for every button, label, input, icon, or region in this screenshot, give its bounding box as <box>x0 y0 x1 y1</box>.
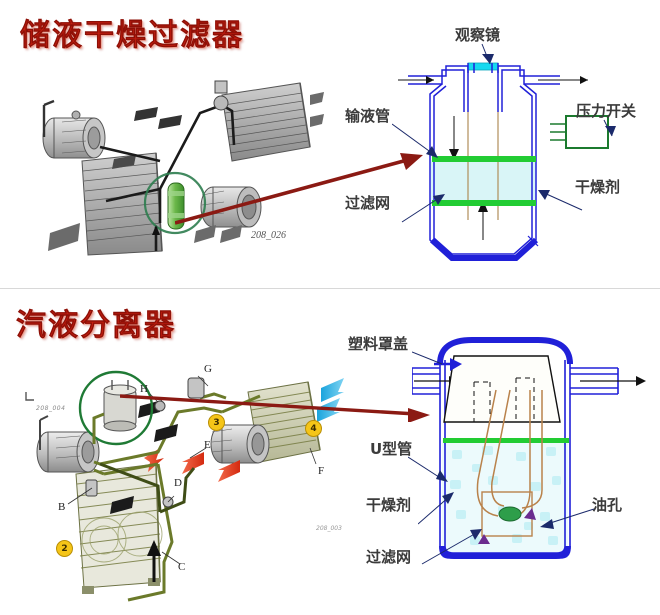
label-liquid-tube: 输液管 <box>345 107 391 125</box>
leader-u-tube <box>408 456 448 482</box>
callout-letter-d: D <box>174 477 182 489</box>
filter-screen-arrow <box>478 534 490 544</box>
blower-motor <box>210 424 270 464</box>
section-divider <box>0 288 660 289</box>
fitting-g <box>187 377 205 399</box>
down-flow-arrow-head <box>449 149 459 160</box>
callout-letter-c: C <box>178 561 185 573</box>
accumulator-bottom <box>439 545 571 559</box>
compressor-2 <box>36 415 100 473</box>
flow-arrow-up <box>152 225 160 235</box>
desiccant-fill <box>431 160 536 204</box>
label-desiccant-1: 干燥剂 <box>575 178 621 196</box>
callout-number-4: 4 <box>305 420 322 437</box>
accumulator-top-cap <box>437 337 573 365</box>
sight-glass-frame <box>467 63 499 73</box>
callout-number-3: 3 <box>208 414 225 431</box>
suction-pipe <box>99 462 196 514</box>
inlet-port <box>412 367 440 395</box>
callout-letter-g: G <box>204 363 212 375</box>
diagram-code-208-004: 208_004 <box>36 405 65 412</box>
drain-nub <box>527 235 539 247</box>
callout-letter-h: H <box>140 383 148 395</box>
label-pressure-switch: 压力开关 <box>576 102 637 120</box>
condenser-front <box>48 152 163 256</box>
accumulator-fill <box>442 440 568 558</box>
flow-arrow <box>158 115 182 129</box>
diagram-code-208-003: 208_003 <box>316 525 342 532</box>
leader-filter-screen-1 <box>401 194 445 223</box>
compressor <box>42 99 106 159</box>
diagram-code-208-026: 208_026 <box>251 230 286 241</box>
ac-system-isometric-bottom: 208_004 <box>25 363 344 602</box>
section-title-receiver-drier: 储液干燥过滤器 <box>20 18 244 53</box>
filter-screen-lower <box>432 200 536 206</box>
callout-letter-f: F <box>318 465 324 477</box>
plastic-cover <box>443 355 561 423</box>
label-u-tube: U型管 <box>370 440 413 458</box>
flow-arrow <box>110 496 134 514</box>
leader-liquid-tube <box>392 123 438 158</box>
cover-pointer-head <box>450 358 462 371</box>
valve-cap <box>214 80 228 94</box>
leader-pressure-switch <box>603 119 616 137</box>
u-tube <box>476 389 543 519</box>
oil-hole-arrow <box>524 508 536 520</box>
pressure-switch-leads <box>550 123 566 141</box>
label-oil-hole: 油孔 <box>592 496 623 514</box>
accumulator-highlight <box>78 370 154 446</box>
blower-motor-rear <box>194 186 262 243</box>
leader-filter-screen-2 <box>421 529 482 565</box>
oil-hole <box>498 506 522 522</box>
hot-air-arrow-condenser <box>144 448 164 472</box>
expansion-valve <box>213 95 229 111</box>
leader-desiccant-2 <box>418 492 454 525</box>
leader-desiccant-1 <box>538 190 583 211</box>
flow-arrow <box>134 107 158 121</box>
leader-plastic-cover <box>412 351 443 365</box>
plastic-cover-dashes <box>473 377 535 422</box>
ac-system-isometric-top <box>42 80 324 256</box>
section-title-accumulator: 汽液分离器 <box>16 308 176 343</box>
label-plastic-cover: 塑料罩盖 <box>348 335 409 353</box>
outlet-flow-arrow-head <box>636 376 646 386</box>
receiver-drier-highlight <box>143 171 207 235</box>
leader-oil-hole <box>540 508 595 529</box>
label-sight-glass: 观察镜 <box>455 26 501 44</box>
label-filter-screen-2: 过滤网 <box>366 548 412 566</box>
pointer-arrow-to-receiver-section <box>175 153 423 225</box>
flow-arrow <box>154 424 178 442</box>
pointer-arrow-to-accumulator-section <box>120 394 430 422</box>
vessel-bottom <box>429 237 539 261</box>
vessel-top-manifold <box>408 65 560 112</box>
filter-screen-upper <box>432 156 536 162</box>
desiccant-speckles <box>450 446 561 545</box>
outlet-arrow-head <box>580 76 588 84</box>
flow-arrow-up-head <box>147 540 161 556</box>
callout-letter-e: E <box>204 439 211 451</box>
inlet-arrow-head <box>426 76 434 84</box>
callout-number-2: 2 <box>56 540 73 557</box>
filter-screen-accumulator <box>443 438 569 443</box>
cool-air-arrow <box>321 378 344 402</box>
hot-air-arrow <box>218 460 240 482</box>
leader-sight-glass <box>481 43 494 65</box>
fitting-h <box>154 400 166 412</box>
receiver-drier-cross-section <box>398 62 609 261</box>
condenser-rear <box>221 82 324 162</box>
label-desiccant-2: 干燥剂 <box>366 496 412 514</box>
label-filter-screen-1: 过滤网 <box>345 194 391 212</box>
accumulator-cross-section <box>412 337 646 559</box>
orientation-mark <box>25 392 34 401</box>
callout-letter-b: B <box>58 501 65 513</box>
hot-air-arrow <box>182 452 204 474</box>
